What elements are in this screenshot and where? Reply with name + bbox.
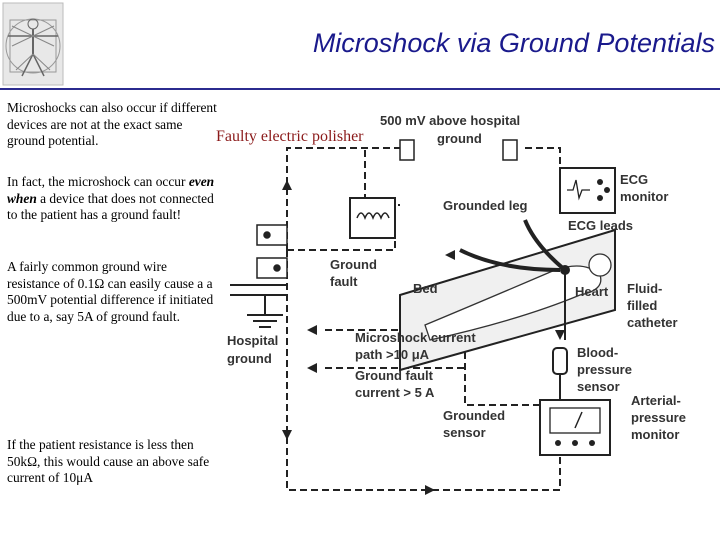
label-ecg-line2: monitor	[620, 189, 668, 204]
label-catheter-line3: catheter	[627, 315, 678, 330]
label-ecg-line1: ECG	[620, 172, 648, 187]
label-bp-sensor-line1: Blood-	[577, 345, 618, 360]
paragraph-ground-fault: In fact, the microshock can occur even w…	[7, 174, 217, 224]
bed-and-patient	[399, 219, 616, 372]
ecg-monitor	[559, 167, 616, 214]
label-ecg-leads: ECG leads	[568, 218, 633, 233]
page-title: Microshock via Ground Potentials	[312, 28, 715, 58]
label-hospital-ground-line1: Hospital	[227, 333, 278, 348]
paragraph-ground-fault-part2: a device that does not connected to the …	[7, 190, 214, 223]
label-grounded-leg: Grounded leg	[443, 198, 528, 213]
label-bp-sensor-line3: sensor	[577, 379, 620, 394]
label-500mv-line1: 500 mV above hospital	[380, 113, 520, 128]
vitruvian-man-logo	[2, 2, 64, 86]
label-arterial-line1: Arterial-	[631, 393, 681, 408]
label-catheter-line1: Fluid-	[627, 281, 662, 296]
label-ground-fault-current-line2: current > 5 A	[355, 385, 435, 400]
label-grounded-sensor-line2: sensor	[443, 425, 486, 440]
paragraph-ground-potential: Microshocks can also occur if different …	[7, 100, 217, 148]
faulty-polisher-label: Faulty electric polisher	[216, 128, 364, 146]
paragraph-ground-fault-part1: In fact, the microshock can occur	[7, 174, 189, 189]
label-microshock-path-line1: Microshock current	[355, 330, 476, 345]
label-heart: Heart	[575, 284, 609, 299]
microshock-circuit-diagram: 500 mV above hospital ground ECG monitor…	[225, 100, 720, 540]
label-ground-fault-line1: Ground	[330, 257, 377, 272]
label-microshock-path-line2: path >10 μA	[355, 347, 430, 362]
label-ground-fault-current-line1: Ground fault	[355, 368, 434, 383]
label-catheter-line2: filled	[627, 298, 657, 313]
label-grounded-sensor-line1: Grounded	[443, 408, 505, 423]
label-bp-sensor-line2: pressure	[577, 362, 632, 377]
hospital-ground-symbol	[230, 284, 287, 328]
paragraph-resistance: A fairly common ground wire resistance o…	[7, 259, 214, 324]
label-500mv-line2: ground	[437, 131, 482, 146]
wall-outlets	[256, 139, 518, 279]
label-arterial-line3: monitor	[631, 427, 679, 442]
current-arrows	[282, 180, 565, 495]
label-ground-fault-line2: fault	[330, 274, 358, 289]
label-arterial-line2: pressure	[631, 410, 686, 425]
faulty-polisher	[349, 197, 396, 239]
paragraph-patient-resistance: If the patient resistance is less then 5…	[7, 437, 210, 485]
blood-pressure-sensor	[552, 347, 568, 400]
label-bed: Bed	[413, 281, 438, 296]
title-divider	[0, 88, 720, 90]
arterial-pressure-monitor	[539, 399, 611, 456]
paragraph-ground-fault-emphasis: even when	[7, 174, 215, 206]
label-hospital-ground-line2: ground	[227, 351, 272, 366]
